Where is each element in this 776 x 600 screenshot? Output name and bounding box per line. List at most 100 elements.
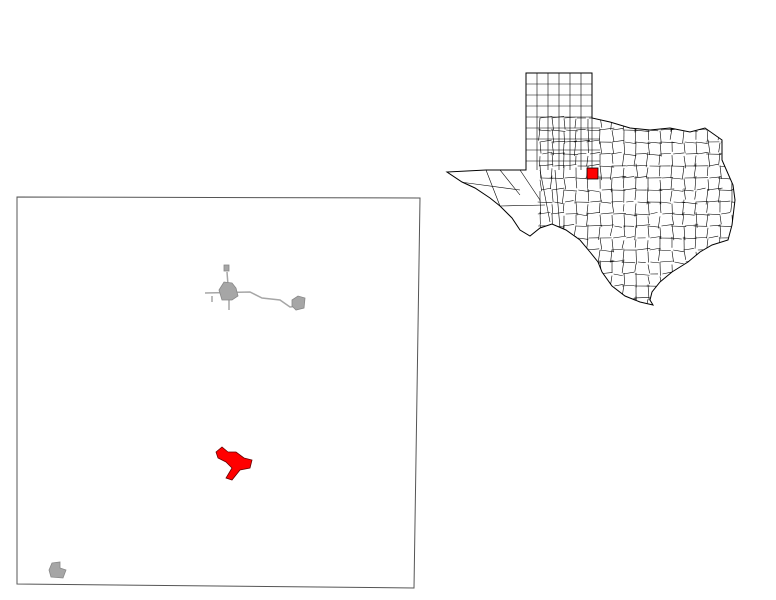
county-border [539,179,542,192]
county-border [718,296,733,299]
county-border [674,261,684,265]
county-border [586,284,589,297]
county-border [610,249,613,263]
county-border [575,297,578,305]
county-border [658,154,661,165]
county-border [719,261,734,264]
county-border [731,248,735,251]
county-border [563,285,566,296]
county-border [588,164,600,167]
county-border [551,212,565,215]
county-border [684,141,696,144]
county-border [659,117,663,130]
county-border [647,141,662,144]
county-border [647,201,650,216]
county-border [650,212,658,215]
county-border [695,274,697,285]
county-border [563,178,567,190]
county-border [660,260,674,263]
county-border [718,272,721,286]
county-border [573,140,590,143]
county-border [621,259,625,274]
county-border [661,295,674,299]
county-border [730,201,733,213]
county-border [706,201,709,213]
county-border [731,249,734,260]
county-border [731,156,734,167]
county-border [538,128,541,141]
county-border [622,204,625,212]
county-border [575,178,578,189]
county-border [717,175,721,190]
county-border [718,188,721,203]
county-border [551,141,566,143]
county-border [499,204,546,207]
county-border [551,168,553,179]
county-border [564,164,577,167]
county-border [539,296,543,305]
county-border [696,273,707,276]
county-border [599,214,602,227]
county-border [538,271,541,288]
county-border [537,273,554,276]
county-border [554,165,565,167]
county-border [613,273,623,277]
county-border [623,225,625,237]
county-border [623,117,637,119]
county-border [683,178,686,190]
county-border [623,153,637,156]
county-border [578,189,590,193]
county-border [623,142,626,155]
gray-town-east[interactable] [291,295,306,311]
county-border [599,128,601,145]
county-border [718,261,721,276]
county-border [705,188,709,205]
county-border [730,140,735,143]
county-border [561,260,565,275]
county-border [682,237,697,240]
county-border [552,237,563,240]
county-border [659,116,672,119]
county-border [694,190,697,200]
county-border [564,176,576,179]
gray-town-southwest[interactable] [48,561,67,579]
red-county[interactable] [586,167,599,180]
county-border [610,299,613,305]
county-border [538,117,541,131]
county-border [459,181,521,191]
county-border [563,238,566,251]
county-border [542,151,553,155]
county-border [598,260,615,263]
county-border [575,130,577,140]
county-border [694,237,707,239]
county-border [706,213,709,227]
county-border [578,237,588,240]
county-border [611,151,622,155]
county-border [683,142,686,154]
county-border [634,128,637,144]
county-border [554,201,564,204]
county-border [670,237,682,240]
county-border [633,297,650,299]
county-border [598,226,601,240]
county-border [649,247,661,251]
gray-town-north-annex[interactable] [223,264,230,272]
county-border [719,224,722,238]
county-border [731,175,735,179]
county-border [550,129,566,132]
county-border [718,273,732,276]
county-border [707,248,719,251]
gray-town-north[interactable] [218,281,239,301]
county-border [693,260,697,276]
county-border [611,200,623,203]
county-border [683,118,685,130]
county-border [645,152,649,168]
county-border [672,189,684,192]
county-border [565,140,577,143]
county-border [684,273,695,276]
county-border [563,189,578,192]
county-border [589,271,602,275]
county-border [541,237,553,240]
red-city[interactable] [215,446,253,481]
county-border [707,200,719,203]
